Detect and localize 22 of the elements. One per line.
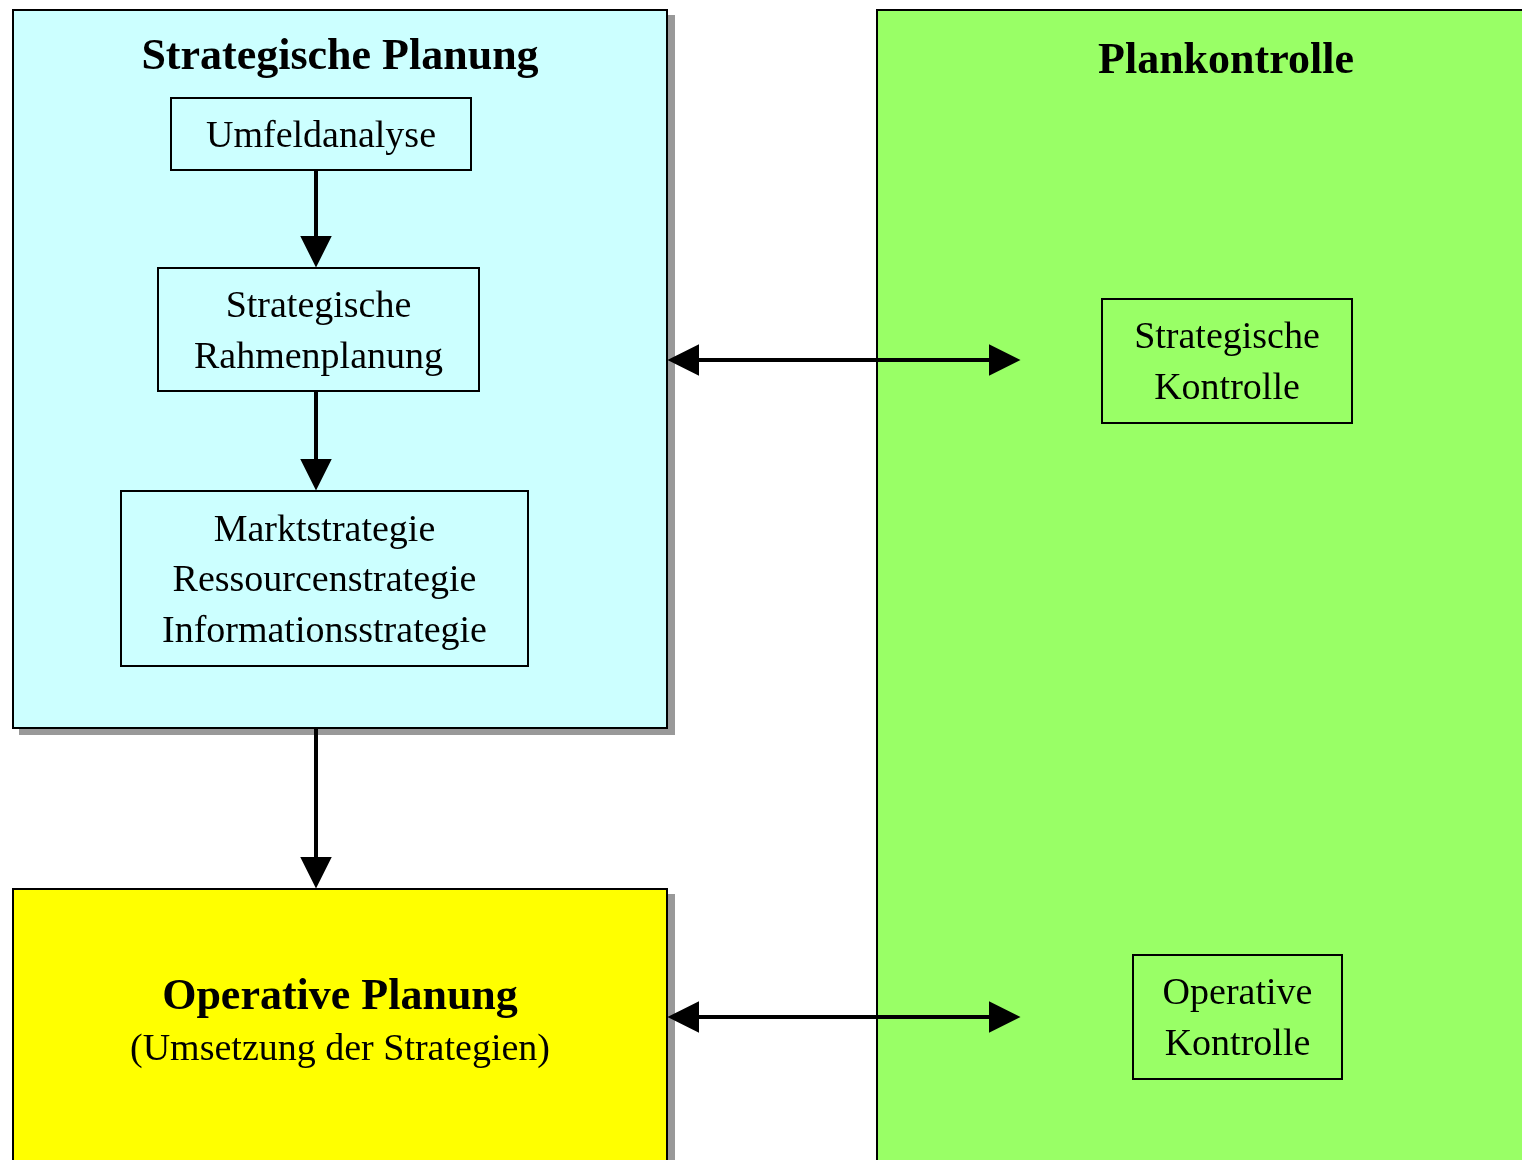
box-label: Umfeldanalyse [206,111,436,157]
arrow [667,344,1021,376]
arrow [300,171,332,268]
arrow [667,1001,1021,1033]
process-box [170,97,472,171]
box-label: Informationsstrategie [162,606,487,652]
box-label: Ressourcenstrategie [172,556,477,602]
process-box [1101,298,1353,424]
panel-heading: Operative Planung [162,969,518,1021]
box-label: Strategische Kontrolle [1133,313,1321,409]
box-label: Strategische Rahmenplanung [192,281,445,378]
process-box [1132,954,1343,1080]
arrow [300,729,332,889]
section-panel [876,9,1522,1160]
panel-heading: Plankontrolle [1097,33,1355,85]
panel-subtitle: (Umsetzung der Strategien) [130,1025,550,1071]
process-box [157,267,480,392]
panel-heading: Strategische Planung [140,29,540,81]
box-label: Marktstrategie [213,505,436,551]
box-label: Operative Kontrolle [1161,969,1314,1065]
process-box [120,490,529,667]
arrow [300,392,332,491]
